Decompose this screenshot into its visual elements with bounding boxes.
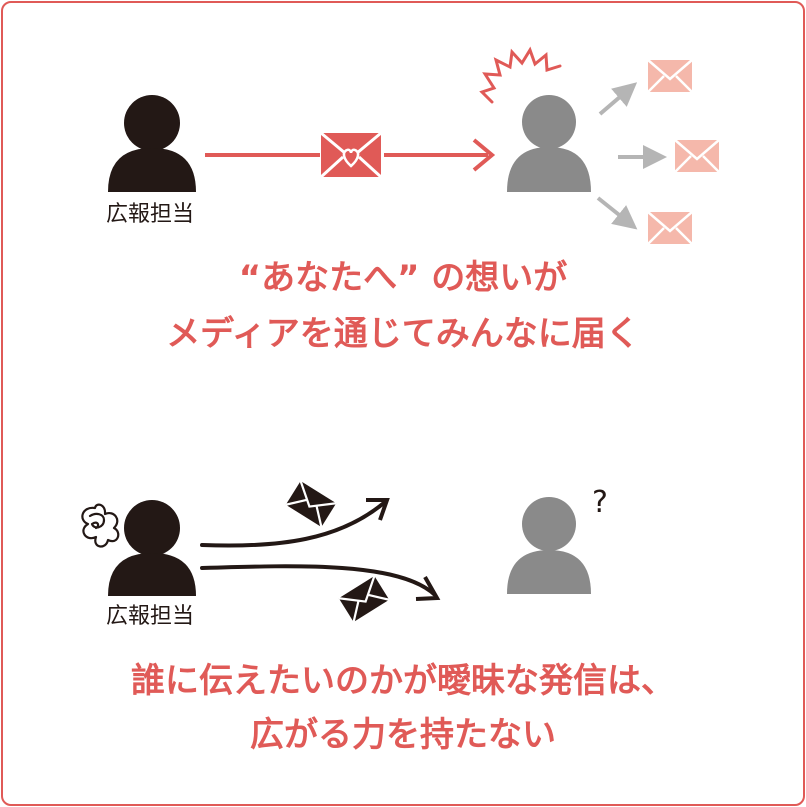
misdirected-arrow-down-icon	[200, 564, 437, 597]
misdirected-arrow-up-head-icon	[366, 498, 390, 521]
question-mark: ?	[592, 485, 608, 520]
black-envelope-icon	[285, 480, 337, 528]
spread-arrow-down-icon	[596, 196, 638, 230]
misdirected-arrow-up-icon	[200, 500, 387, 548]
unreached-person-icon	[507, 497, 591, 594]
bottom-message-line1: 誰に伝えたいのかが曖昧な発信は、	[131, 661, 675, 701]
media-person-icon	[507, 95, 591, 192]
bottom-sender-label: 広報担当	[106, 604, 194, 629]
bottom-message-line2: 広がる力を持たない	[250, 715, 556, 755]
black-envelope-icon	[338, 575, 390, 623]
pink-envelope-icon	[647, 59, 693, 93]
pink-envelope-icon	[674, 139, 720, 173]
top-arrow-head-icon	[472, 138, 496, 172]
pink-envelope-icon	[647, 211, 693, 245]
misdirected-arrow-down-head-icon	[415, 576, 441, 601]
confused-sender-person-icon	[108, 500, 196, 596]
sender-person-icon	[108, 95, 196, 192]
top-message-line2: メディアを通じてみんなに届く	[166, 314, 640, 354]
confused-scribble-icon	[81, 503, 120, 548]
spread-arrow-up-icon	[598, 82, 638, 116]
heart-envelope-icon	[319, 131, 383, 179]
burst-icon	[479, 46, 562, 104]
top-sender-label: 広報担当	[106, 202, 194, 227]
top-message-line1: “あなたへ” の想いが	[239, 258, 568, 298]
